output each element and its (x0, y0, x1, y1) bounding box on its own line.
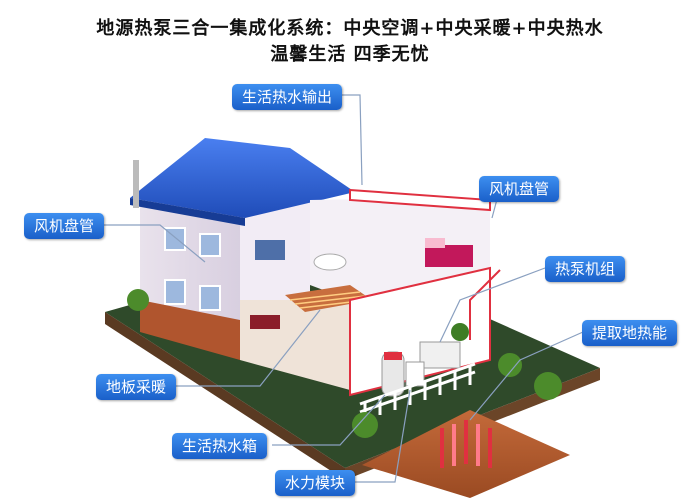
geothermal-soil (362, 410, 570, 498)
label-geothermal-extraction: 提取地热能 (582, 320, 678, 346)
interior-upper (255, 188, 491, 300)
label-hot-water-output: 生活热水输出 (232, 84, 343, 110)
label-heat-pump-unit: 热泵机组 (545, 256, 626, 282)
label-fan-coil-left: 风机盘管 (24, 213, 105, 239)
label-hot-water-tank: 生活热水箱 (172, 433, 268, 459)
label-floor-heating: 地板采暖 (96, 374, 177, 400)
diagram-title: 地源热泵三合一集成化系统：中央空调+中央采暖+中央热水 (96, 18, 604, 39)
diagram-subtitle: 温馨生活 四季无忧 (270, 44, 430, 65)
label-hydraulic-module: 水力模块 (275, 470, 356, 496)
label-fan-coil-right: 风机盘管 (479, 176, 560, 202)
roof (130, 138, 355, 226)
shrubs (127, 289, 562, 438)
picket-fence (359, 362, 476, 420)
